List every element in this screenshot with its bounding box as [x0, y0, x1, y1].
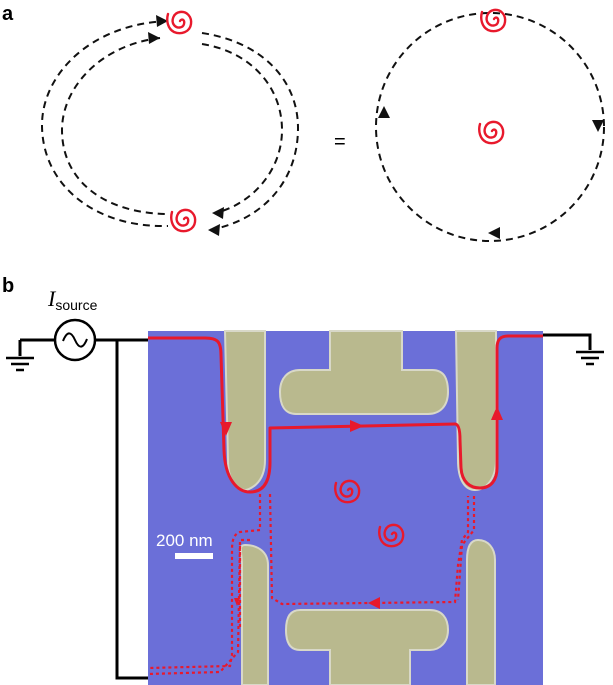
arrow-top-1	[156, 15, 168, 27]
edge-arrow-up	[491, 406, 503, 420]
wire-ground-left	[18, 338, 54, 356]
source-label: Isource	[47, 286, 98, 313]
edge-current-solid-left	[148, 334, 543, 494]
gate-top-left	[223, 330, 266, 492]
quasiparticle-top-left	[166, 10, 193, 35]
outer-loop-right	[201, 32, 300, 231]
single-loop	[375, 12, 605, 242]
ground-right-symbol	[576, 350, 604, 366]
gate-bottom-center	[284, 609, 450, 685]
braiding-path-right	[375, 8, 605, 242]
scale-bar: 200 nm	[156, 531, 213, 559]
arrow-loop-left	[378, 106, 390, 118]
outer-loop	[40, 20, 169, 228]
arrow-bottom-1	[212, 207, 224, 219]
panel-a-label: a	[2, 3, 14, 25]
arrow-loop-right	[592, 120, 604, 132]
quasiparticle-bottom-left	[170, 208, 197, 233]
gate-bottom-right	[466, 538, 496, 685]
wire-ground-right	[543, 333, 592, 350]
inner-loop-right	[201, 43, 284, 214]
edge-arrow-down	[220, 422, 232, 436]
wire-return	[115, 340, 148, 680]
ground-left-symbol	[6, 356, 34, 372]
scale-bar-line	[175, 553, 213, 559]
arrow-bottom-2	[208, 224, 220, 236]
arrow-loop-bottom	[488, 227, 500, 239]
circuit-wires	[18, 333, 592, 680]
gate-top-center	[278, 330, 450, 415]
panel-a: a =	[2, 3, 605, 242]
equals-sign: =	[334, 131, 346, 153]
inner-loop	[60, 37, 166, 215]
edge-arrow-dot-down	[234, 598, 240, 606]
braiding-paths-left	[40, 10, 300, 236]
gate-bottom-left	[239, 543, 269, 685]
edge-arrow-left	[368, 597, 380, 609]
panel-b-label: b	[2, 275, 14, 297]
scale-bar-label: 200 nm	[156, 531, 213, 550]
edge-arrow-right	[350, 420, 364, 432]
quasiparticle-center	[478, 120, 505, 145]
arrow-top-2	[148, 32, 160, 44]
edge-current-dotted	[147, 493, 476, 676]
panel-b: b Isource	[2, 275, 604, 685]
gate-electrodes	[223, 330, 497, 685]
ac-source-symbol	[53, 318, 97, 362]
